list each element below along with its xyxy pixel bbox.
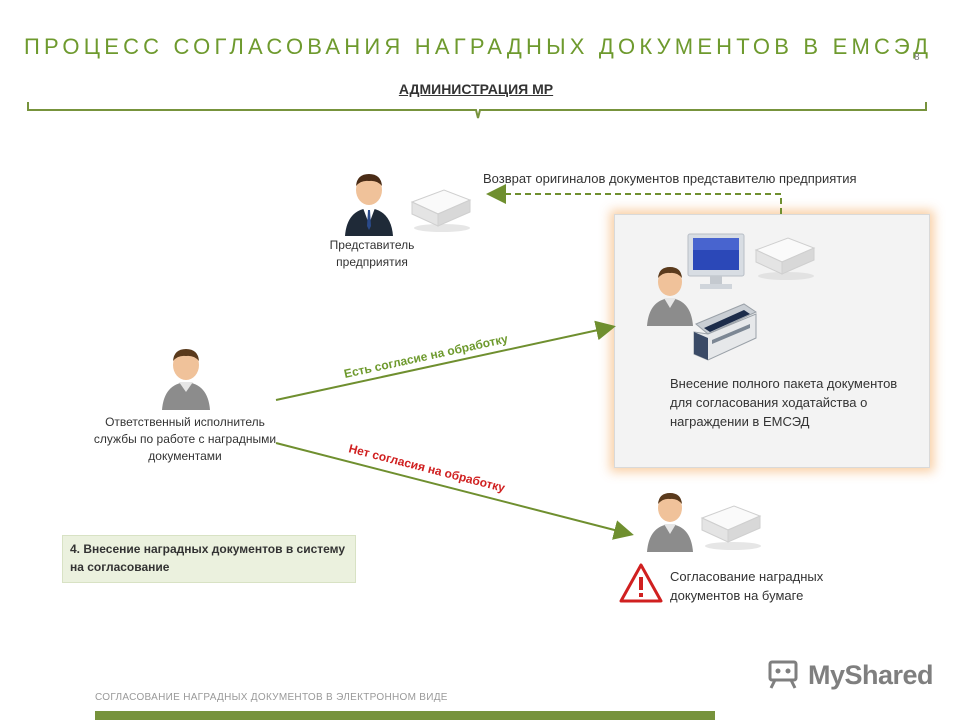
- step-text: 4. Внесение наградных документов в систе…: [70, 542, 346, 574]
- myshared-logo-icon: [768, 660, 798, 689]
- computer-monitor-icon: [687, 233, 745, 289]
- document-stack-icon: [754, 237, 816, 280]
- return-arrow: [486, 184, 782, 214]
- agree-arrow: [275, 320, 616, 401]
- administration-brace: [27, 102, 927, 119]
- document-stack-icon: [700, 505, 762, 550]
- agree-label: Есть согласие на обработку: [343, 332, 510, 381]
- representative-person-icon: [345, 174, 393, 236]
- warning-icon: [619, 563, 663, 603]
- footer-bar: [95, 711, 715, 720]
- administration-label: АДМИНИСТРАЦИЯ МР: [398, 81, 554, 97]
- myshared-logo-text: MyShared: [808, 660, 934, 690]
- return-label: Возврат оригиналов документов представит…: [483, 171, 857, 186]
- page-title: ПРОЦЕСС СОГЛАСОВАНИЯ НАГРАДНЫХ ДОКУМЕНТО…: [24, 34, 933, 59]
- paper-approval-text: Согласование наградных документов на бум…: [670, 569, 824, 603]
- document-stack-icon: [410, 189, 472, 232]
- paper-approver-person-icon: [647, 493, 693, 552]
- emsed-process-text: Внесение полного пакета документов для с…: [670, 376, 898, 429]
- executor-person-icon: [162, 349, 210, 410]
- executor-label: Ответственный исполнитель службы по рабо…: [93, 415, 277, 463]
- footer-text: СОГЛАСОВАНИЕ НАГРАДНЫХ ДОКУМЕНТОВ В ЭЛЕК…: [95, 692, 448, 703]
- representative-label: Представитель предприятия: [329, 238, 415, 269]
- page-number: 8: [914, 52, 920, 63]
- scanner-icon: [693, 303, 758, 361]
- step-box: [62, 535, 356, 583]
- operator-person-icon: [647, 267, 693, 326]
- disagree-arrow: [275, 442, 634, 540]
